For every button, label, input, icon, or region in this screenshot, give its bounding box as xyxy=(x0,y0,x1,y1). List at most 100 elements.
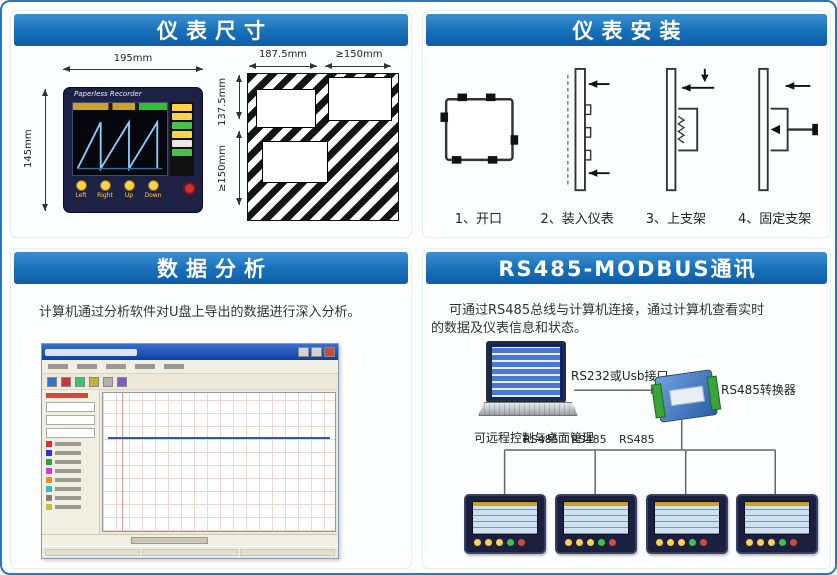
legend-item xyxy=(46,459,95,465)
device-height-label: 145mm xyxy=(23,129,34,169)
panel-title-analysis: 数据分析 xyxy=(14,252,408,284)
step-1-label: 1、开口 xyxy=(454,212,503,227)
install-step-1: 1、开口 xyxy=(431,55,526,235)
recorder-screen xyxy=(654,501,720,535)
window-body xyxy=(42,390,338,534)
rs485-bus-label: RS485 xyxy=(523,433,559,446)
usb-interface-label: RS232或Usb接口 xyxy=(571,369,669,383)
step-1-opening-illustration xyxy=(440,93,519,164)
step-2-label: 2、装入仪表 xyxy=(540,212,614,227)
button-label: Up xyxy=(124,192,134,199)
sidebar-field xyxy=(46,415,95,425)
device-usb-cover xyxy=(183,182,196,195)
remote-control-label: 可远程控制与桌面管理 xyxy=(473,431,594,445)
step-2-insert-illustration xyxy=(567,67,610,192)
panel-installation: 仪表安装 1、开口 xyxy=(422,10,831,238)
window-controls xyxy=(298,347,335,357)
recorder-buttons xyxy=(656,539,718,547)
cutout-width-label: 187.5mm xyxy=(258,49,308,60)
analysis-description: 计算机通过分析软件对U盘上导出的数据进行深入分析。 xyxy=(39,305,361,320)
cutout-hole xyxy=(261,141,328,184)
converter-label: RS485转换器 xyxy=(721,383,796,397)
button-dot xyxy=(147,180,159,191)
laptop-screen xyxy=(486,341,566,403)
device-button-down: Down xyxy=(144,180,162,199)
recorder-device-1 xyxy=(464,494,546,554)
scrollbar-thumb[interactable] xyxy=(130,537,208,544)
panel-cutout-diagram xyxy=(247,73,399,221)
cutout-gap-arrow xyxy=(325,63,391,69)
install-step-2: 2、装入仪表 xyxy=(530,55,625,235)
install-step-4: 4、固定支架 xyxy=(727,55,822,235)
step-4-fix-illustration xyxy=(758,67,819,192)
button-dot xyxy=(75,180,87,191)
step-3-bracket-illustration xyxy=(665,67,714,192)
close-icon xyxy=(324,347,335,357)
rs485-bus-label: RS485 xyxy=(619,433,655,446)
legend-item xyxy=(46,441,95,447)
recorder-screen xyxy=(744,501,810,535)
device-height-arrow xyxy=(42,89,48,211)
button-label: Right xyxy=(97,192,113,199)
toolbar xyxy=(42,374,338,390)
screen-topbar xyxy=(73,103,167,110)
recorder-device-2 xyxy=(555,494,637,554)
cutout-vgap-arrow xyxy=(236,131,242,205)
channel-value-column xyxy=(170,102,194,176)
panel-title-installation: 仪表安装 xyxy=(426,14,827,46)
device-width-label: 195mm xyxy=(113,53,153,64)
installation-steps: 1、开口 2、装入仪表 xyxy=(423,49,830,235)
button-dot xyxy=(123,180,135,191)
panel-analysis: 数据分析 计算机通过分析软件对U盘上导出的数据进行深入分析。 xyxy=(10,248,412,569)
device-button-up: Up xyxy=(120,180,138,199)
panel-title-dimensions: 仪表尺寸 xyxy=(14,14,408,46)
cutout-hole xyxy=(255,88,316,128)
horizontal-scrollbar[interactable] xyxy=(42,534,338,546)
converter-label-plate xyxy=(669,385,705,407)
window-title-text xyxy=(45,348,137,356)
recorder-buttons xyxy=(474,539,536,547)
cutout-height-label: 137.5mm xyxy=(217,77,228,127)
recorder-device-3 xyxy=(646,494,728,554)
legend-item xyxy=(46,504,95,510)
legend-item xyxy=(46,450,95,456)
window-titlebar xyxy=(42,344,338,360)
recorder-screen xyxy=(563,501,629,535)
device-screen xyxy=(72,102,168,176)
cutout-gap-label: ≥150mm xyxy=(335,49,383,60)
recorder-buttons xyxy=(565,539,627,547)
laptop xyxy=(478,341,578,416)
cutout-width-arrow xyxy=(249,63,317,69)
menu-bar xyxy=(42,360,338,374)
maximize-icon xyxy=(311,347,322,357)
device-buttons-row: Left Right Up Down xyxy=(72,180,196,208)
button-label: Left xyxy=(75,192,87,199)
legend-item xyxy=(46,495,95,501)
step-4-label: 4、固定支架 xyxy=(737,212,812,227)
chart-axis xyxy=(121,393,123,531)
cutout-hole xyxy=(327,76,392,121)
minimize-icon xyxy=(298,347,309,357)
channel-sidebar xyxy=(42,390,100,534)
panel-dimensions: 仪表尺寸 195mm 145mm Paperless Recorder xyxy=(10,10,412,238)
device-width-arrow xyxy=(63,66,203,72)
sidebar-field xyxy=(46,428,95,438)
trend-curve xyxy=(107,437,331,440)
recorder-buttons xyxy=(746,539,808,547)
device-brand: Paperless Recorder xyxy=(74,90,142,98)
comm-description-line2: 的数据及仪表信息和状态。 xyxy=(431,321,588,336)
cutout-height-arrow xyxy=(236,75,242,119)
sidebar-warning-text xyxy=(46,393,88,398)
recorder-front-view: Paperless Recorder Left Right xyxy=(63,87,203,213)
button-dot xyxy=(99,180,111,191)
install-step-3: 3、上支架 xyxy=(629,55,724,235)
legend-item xyxy=(46,468,95,474)
sidebar-field xyxy=(46,402,95,412)
device-button-right: Right xyxy=(96,180,114,199)
legend-item xyxy=(46,486,95,492)
comm-description-line1: 可通过RS485总线与计算机连接，通过计算机查看实时 xyxy=(449,303,765,318)
cutout-vgap-label: ≥150mm xyxy=(217,145,228,193)
step-3-label: 3、上支架 xyxy=(645,212,707,227)
legend-item xyxy=(46,477,95,483)
